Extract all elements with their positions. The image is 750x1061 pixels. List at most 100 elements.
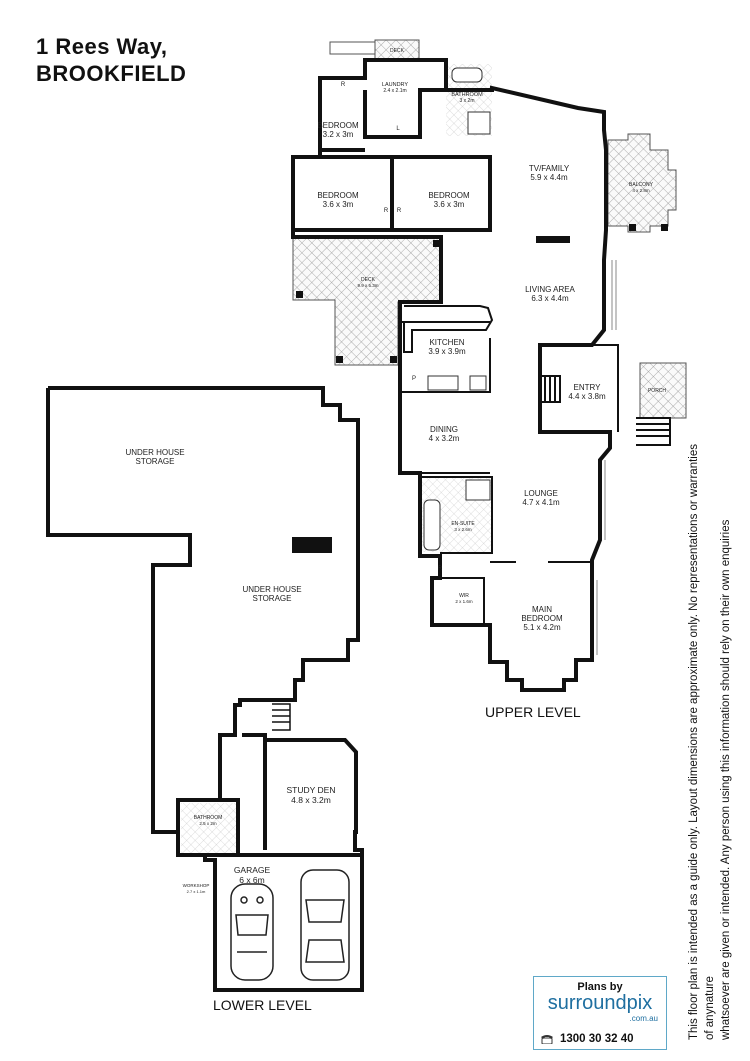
label-bathroom-lower-size: 2.5 x 2m xyxy=(199,821,217,826)
label-workshop: WORKSHOP xyxy=(183,883,210,888)
car-left xyxy=(230,883,274,981)
under-house-block xyxy=(292,537,332,553)
label-living-area: LIVING AREA xyxy=(525,285,575,294)
label-bedroom1: BEDROOM xyxy=(317,121,359,130)
entry-wall xyxy=(540,344,619,432)
label-kitchen-size: 3.9 x 3.9m xyxy=(428,347,466,356)
label-main-bedroom-2: BEDROOM xyxy=(521,614,563,623)
laundry-wall xyxy=(363,88,446,139)
bedroom1-wall xyxy=(318,78,365,152)
label-dining: DINING xyxy=(430,425,458,434)
disclaimer: This floor plan is intended as a guide o… xyxy=(686,440,734,1040)
porch-hatch xyxy=(639,362,687,419)
label-bathroom-upper-size: 3 x 2m xyxy=(459,98,474,104)
upper-level-label: UPPER LEVEL xyxy=(485,704,581,720)
kitchen-bench xyxy=(403,305,494,353)
label-tv-family: TV/FAMILY xyxy=(529,164,570,173)
bath-upper xyxy=(451,67,483,83)
label-bedroom3-size: 3.6 x 3m xyxy=(434,200,465,209)
label-ensuite: EN-SUITE xyxy=(451,521,475,527)
label-entry: ENTRY xyxy=(574,383,602,392)
entry-stairs xyxy=(540,375,561,403)
window-east xyxy=(611,260,617,330)
upper-level-plan xyxy=(291,39,687,692)
robe-label-1: R xyxy=(341,82,346,88)
label-wir-size: 2 x 1.6m xyxy=(455,599,473,604)
disclaimer-line-2: whatsoever are given or intended. Any pe… xyxy=(720,519,732,1040)
label-bedroom2: BEDROOM xyxy=(317,191,359,200)
porch-steps xyxy=(636,417,671,446)
label-bedroom2-size: 3.6 x 3m xyxy=(323,200,354,209)
lower-stairs xyxy=(272,703,291,731)
label-bedroom3: BEDROOM xyxy=(428,191,470,200)
room-labels: DECK LAUNDRY 2.4 x 2.1m BATHROOM 3 x 2m … xyxy=(125,48,666,894)
label-bathroom-upper: BATHROOM xyxy=(451,92,483,98)
kitchen-wall xyxy=(400,321,491,393)
pantry-label: P xyxy=(412,376,416,382)
surroundpix-logo: Plans by surroundpix .com.au 1300 30 32 … xyxy=(533,976,667,1050)
disclaimer-line-1: This floor plan is intended as a guide o… xyxy=(688,444,716,1040)
upper-outer-wall xyxy=(291,58,612,692)
deck-pillars xyxy=(296,224,668,363)
label-deck-main-size: 9.9 x 5.3m xyxy=(357,283,378,288)
shower-ensuite xyxy=(465,479,491,501)
address-line-1: 1 Rees Way, xyxy=(36,34,168,59)
label-laundry: LAUNDRY xyxy=(382,82,409,88)
shower-upper xyxy=(467,111,491,135)
label-garage-size: 6 x 6m xyxy=(239,875,265,885)
robe-label-2: R xyxy=(384,208,389,214)
label-deck-main: DECK xyxy=(361,277,376,283)
storage-west-wall xyxy=(46,388,192,834)
label-porch: PORCH xyxy=(648,388,666,394)
bathroom-lower-wall xyxy=(178,798,240,855)
label-bedroom1-size: 3.2 x 3m xyxy=(323,130,354,139)
robe-label-4: R xyxy=(438,566,443,572)
lower-level-label: LOWER LEVEL xyxy=(213,997,312,1013)
address-line-2: BROOKFIELD xyxy=(36,61,187,86)
label-laundry-size: 2.4 x 2.1m xyxy=(383,88,406,94)
stove xyxy=(427,375,459,391)
bath-ensuite xyxy=(423,499,441,551)
logo-brand: surroundpix xyxy=(547,992,653,1014)
label-under-storage-1b: STORAGE xyxy=(136,457,175,466)
logo-title: Plans by xyxy=(577,981,623,993)
label-under-storage-1: UNDER HOUSE xyxy=(125,448,184,457)
balcony-hatch xyxy=(607,133,677,233)
label-balcony-size: 4 x 2.8m xyxy=(632,188,650,193)
deck-top-stairs xyxy=(329,41,376,55)
car-right xyxy=(300,869,350,981)
label-bathroom-lower: BATHROOM xyxy=(194,815,223,821)
label-study-den: STUDY DEN xyxy=(287,785,336,795)
label-ensuite-size: 3 x 2.6m xyxy=(454,527,472,532)
label-tv-family-size: 5.9 x 4.4m xyxy=(530,173,568,182)
label-balcony: BALCONY xyxy=(629,182,654,188)
label-lounge-size: 4.7 x 4.1m xyxy=(522,498,560,507)
label-garage: GARAGE xyxy=(234,865,271,875)
label-under-storage-2b: STORAGE xyxy=(253,594,292,603)
bathroom-lower-tile xyxy=(181,803,236,853)
lower-outer-wall xyxy=(48,386,364,992)
lower-level-plan xyxy=(46,386,364,992)
label-study-den-size: 4.8 x 3.2m xyxy=(291,795,331,805)
ensuite-wall xyxy=(420,476,493,554)
label-dining-size: 4 x 3.2m xyxy=(429,434,460,443)
label-lounge: LOUNGE xyxy=(524,489,558,498)
label-main-bedroom: MAIN xyxy=(532,605,552,614)
phone-icon xyxy=(541,1035,553,1044)
fireplace xyxy=(536,236,570,243)
linen-label: L xyxy=(396,126,400,132)
robe-label-3: R xyxy=(397,208,402,214)
wir-wall xyxy=(432,577,485,625)
label-deck-top: DECK xyxy=(390,48,405,54)
label-kitchen: KITCHEN xyxy=(429,338,464,347)
label-wir: WIR xyxy=(459,593,469,599)
label-entry-size: 4.4 x 3.8m xyxy=(568,392,606,401)
logo-phone: 1300 30 32 40 xyxy=(560,1033,634,1045)
label-main-bedroom-size: 5.1 x 4.2m xyxy=(523,623,561,632)
dining-wall xyxy=(399,392,490,474)
sink xyxy=(469,375,487,391)
label-living-area-size: 6.3 x 4.4m xyxy=(531,294,569,303)
label-workshop-size: 2.7 x 1.1m xyxy=(187,889,206,894)
label-under-storage-2: UNDER HOUSE xyxy=(242,585,301,594)
